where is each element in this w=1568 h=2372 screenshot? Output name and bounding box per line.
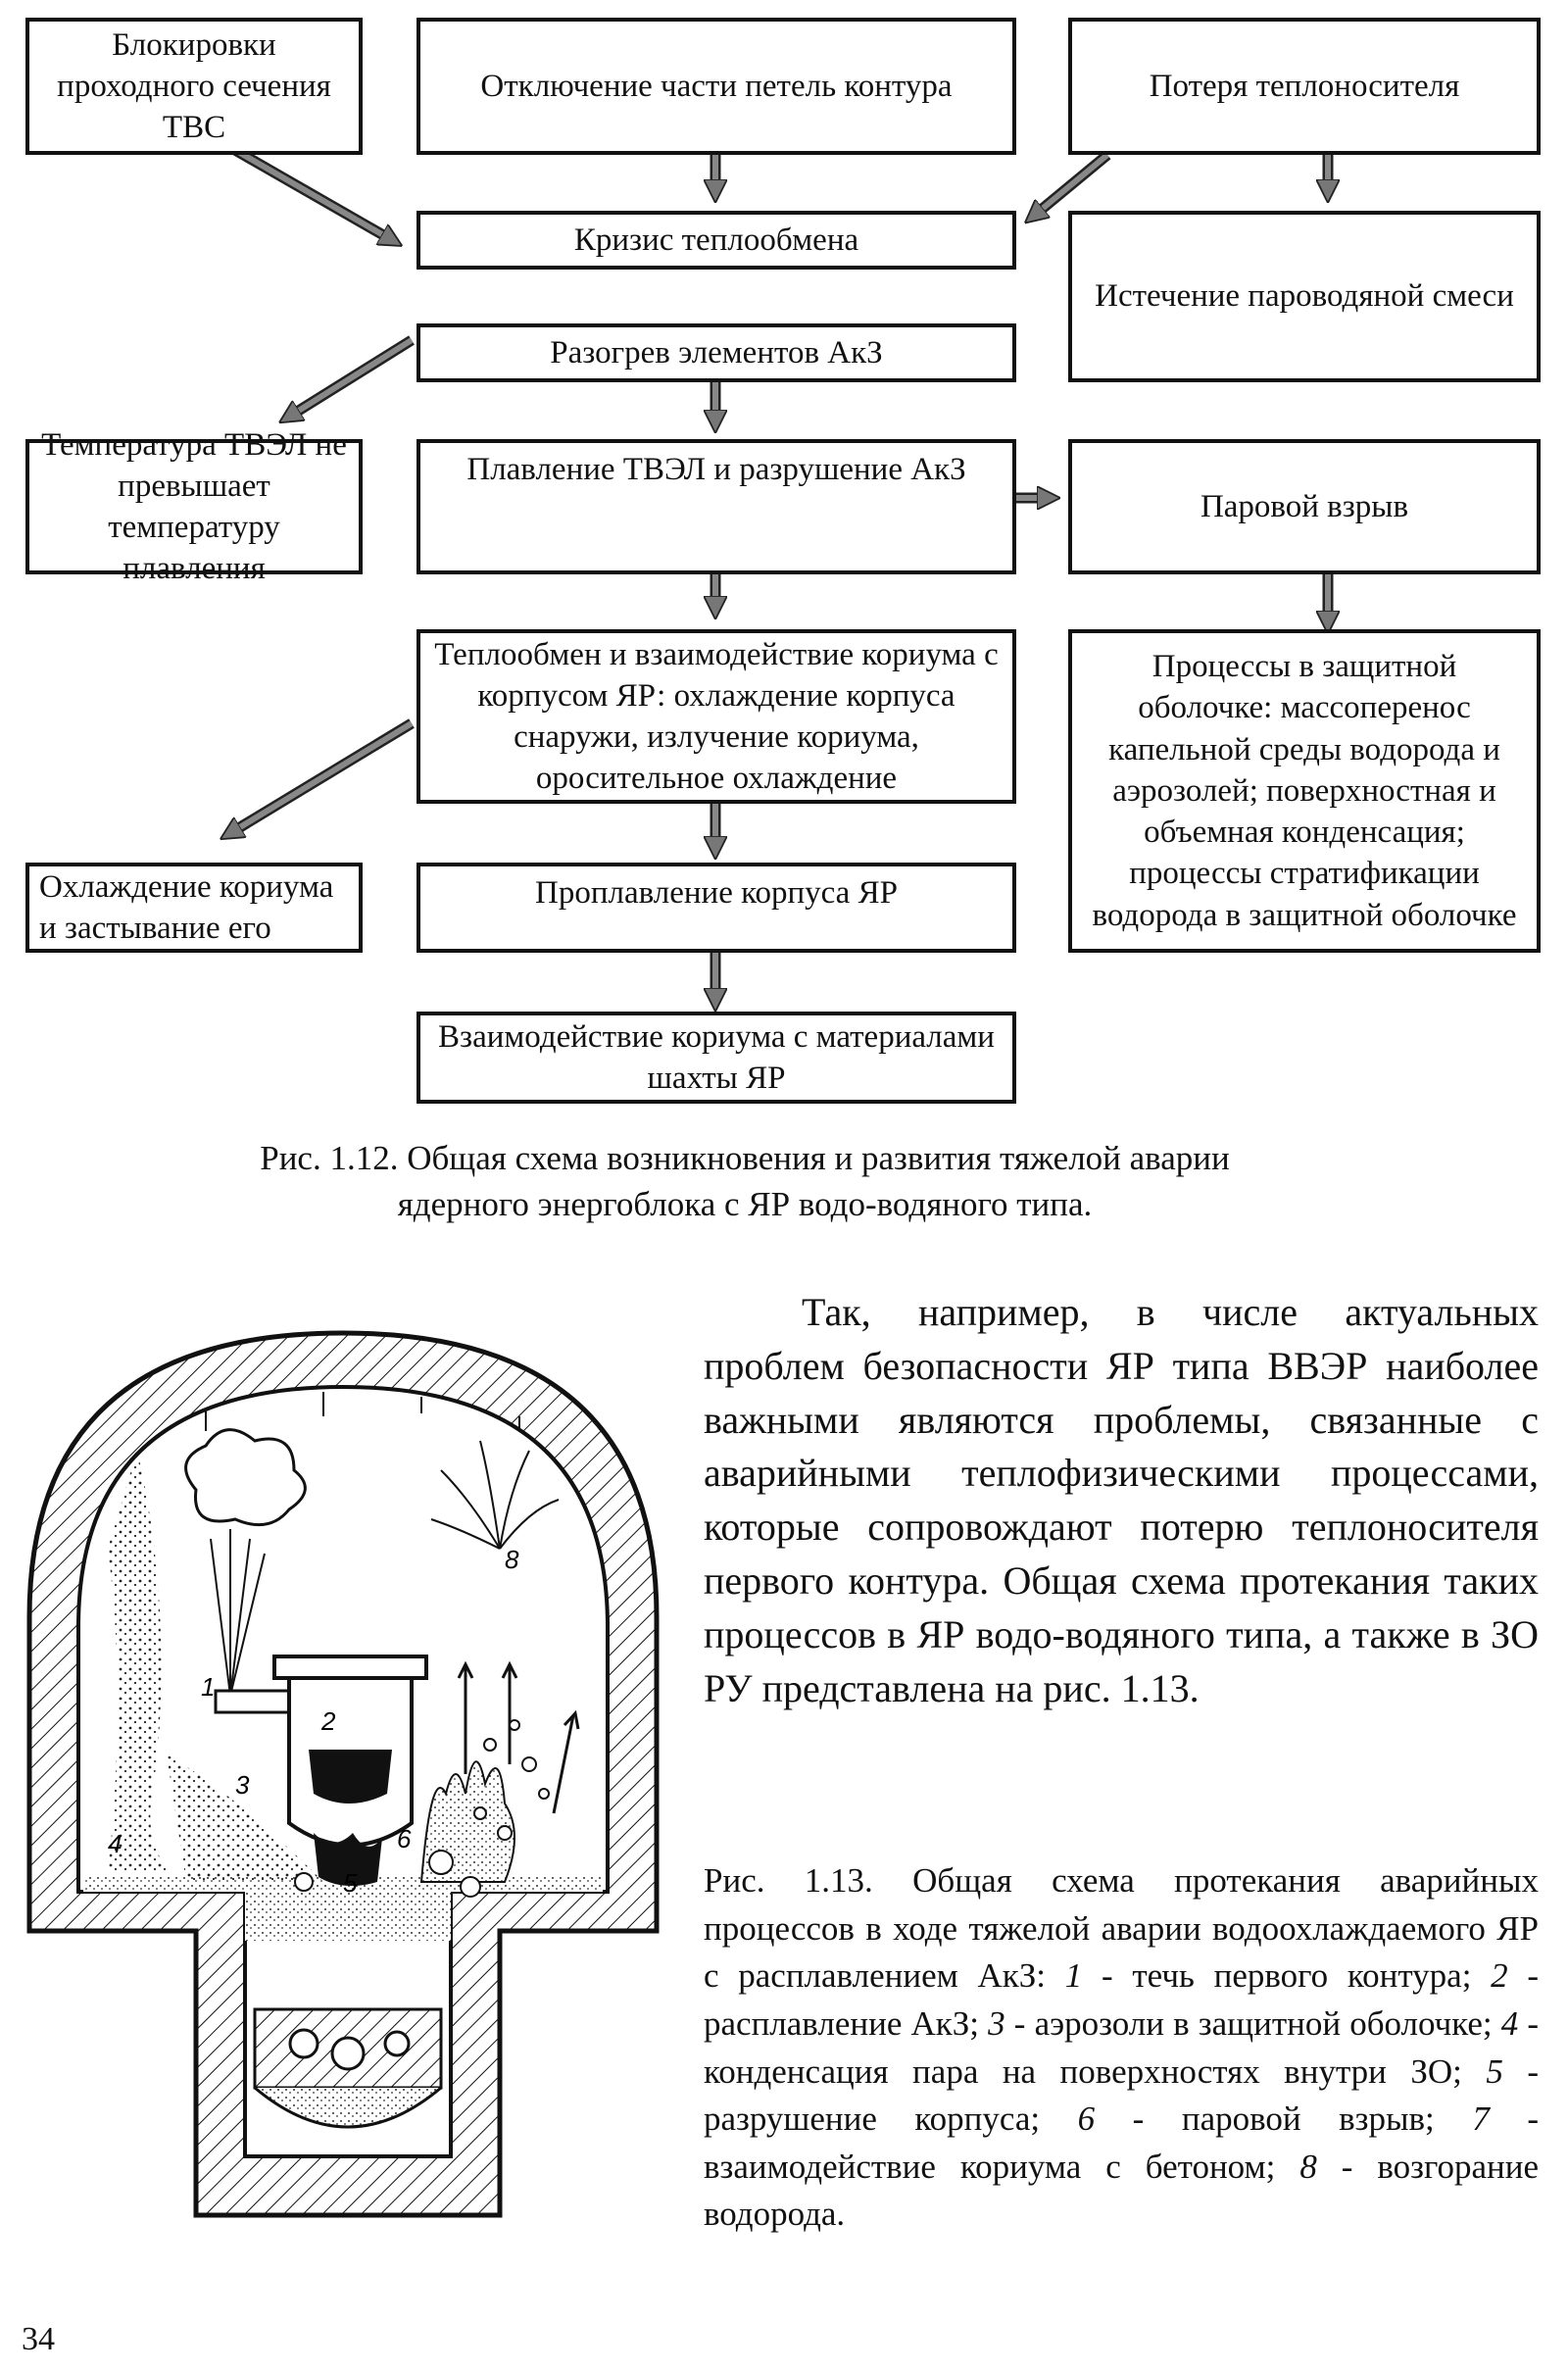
caption2-item: 6 - паровой взрыв; (1077, 2100, 1435, 2139)
box-core-heating: Разогрев элементов АкЗ (416, 323, 1016, 382)
caption2-item: 5 - разрушение корпуса; (704, 2051, 1539, 2139)
box-steam-explosion: Паровой взрыв (1068, 439, 1541, 574)
label-6: 6 (397, 1824, 412, 1853)
page-number: 34 (22, 2321, 55, 2357)
caption-line-2: ядерного энергоблока с ЯР водо-водяного … (397, 1185, 1093, 1224)
box-loops-off: Отключение части петель контура (416, 18, 1016, 155)
label-2: 2 (320, 1706, 336, 1736)
containment-figure: 1 2 3 4 5 6 8 (26, 1330, 660, 2218)
label-3: 3 (235, 1770, 250, 1800)
figure-caption-1-12: Рис. 1.12. Общая схема возникновения и р… (118, 1135, 1372, 1228)
caption2-item: 7 - взаимодействие кориума с бетоном; (704, 2100, 1539, 2186)
box-containment: Процессы в защитной оболочке: массоперен… (1068, 629, 1541, 953)
molten-core (309, 1750, 392, 1804)
reactor-lid (272, 1655, 428, 1680)
caption2-item: 1 - течь первого контура; (1064, 1956, 1472, 1996)
label-4: 4 (108, 1829, 122, 1858)
caption2-item: 8 - возгорание водорода. (704, 2147, 1539, 2234)
caption2-item: 3 - аэрозоли в защитной оболочке; (988, 2003, 1493, 2043)
hydrogen-burn (430, 1440, 560, 1550)
box-heat-crisis: Кризис теплообмена (416, 211, 1016, 270)
box-corium-vessel: Теплообмен и взаимодействие кориума с ко… (416, 629, 1016, 804)
figure-caption-1-13: Рис. 1.13. Общая схема протекания аварий… (704, 1857, 1539, 2239)
body-paragraph: Так, например, в числе актуальных пробле… (704, 1290, 1539, 1710)
box-coolant-loss: Потеря теплоносителя (1068, 18, 1541, 155)
box-vessel-melt: Проплавление корпуса ЯР (416, 863, 1016, 953)
caption2-prefix: Рис. 1.13. Общая схема протекания аварий… (704, 1861, 1539, 1996)
box-corium-shaft: Взаимодействие кориума с материалами шах… (416, 1012, 1016, 1104)
caption2-item: 4 - конденсация пара на поверхностях вну… (704, 2003, 1540, 2091)
caption2-item: 2 - расплавление АкЗ; (704, 1956, 1540, 2043)
box-corium-cooling: Охлаждение кориума и застывание его (25, 863, 363, 953)
caption-line-1: Рис. 1.12. Общая схема возникновения и р… (260, 1139, 1230, 1177)
box-steam-outflow: Истечение пароводяной смеси (1068, 211, 1541, 382)
label-8: 8 (505, 1545, 519, 1574)
box-temp-ok: Температура ТВЭЛ не превышает температур… (25, 427, 363, 586)
label-1: 1 (201, 1672, 215, 1702)
box-blockage: Блокировки проходного сечения ТВС (25, 18, 363, 155)
arrow-shafts (230, 146, 1328, 1000)
label-5: 5 (343, 1868, 358, 1898)
steam-cloud (184, 1428, 307, 1527)
box-fuel-melting: Плавление ТВЭЛ и разрушение АкЗ (416, 439, 1016, 574)
